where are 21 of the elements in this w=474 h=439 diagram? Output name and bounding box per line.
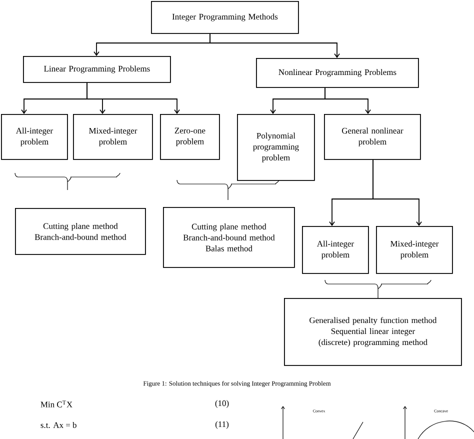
- arrow: [324, 87, 371, 114]
- arrow: [210, 33, 340, 58]
- arrow: [86, 82, 180, 114]
- box: Mixed-integer problem: [376, 226, 453, 274]
- box: All-integer problem: [302, 226, 369, 274]
- box: Linear Programming Problems: [23, 56, 171, 83]
- label: s.t. Ax = b: [40, 422, 76, 428]
- box: Integer Programming Methods: [151, 1, 299, 34]
- label: (11): [215, 421, 229, 429]
- box: Nonlinear Programming Problems: [256, 58, 419, 88]
- box: General nonlinear problem: [324, 114, 421, 160]
- arrow: [372, 159, 422, 226]
- label: (10): [215, 400, 229, 408]
- box: All-integer problem: [1, 114, 68, 160]
- box: Polynomial programming problem: [237, 114, 315, 181]
- box: Cutting plane method Branch-and-bound method: [15, 208, 146, 255]
- box: Cutting plane method Branch-and-bound method Balas method: [163, 207, 295, 268]
- box: Mixed-integer problem: [73, 114, 153, 160]
- label: Min C$^{T}$X: [40, 400, 72, 408]
- box: Generalised penalty function method Sequential linear integer (discrete) programming method: [284, 298, 462, 366]
- box: Zero-one problem: [160, 114, 220, 160]
